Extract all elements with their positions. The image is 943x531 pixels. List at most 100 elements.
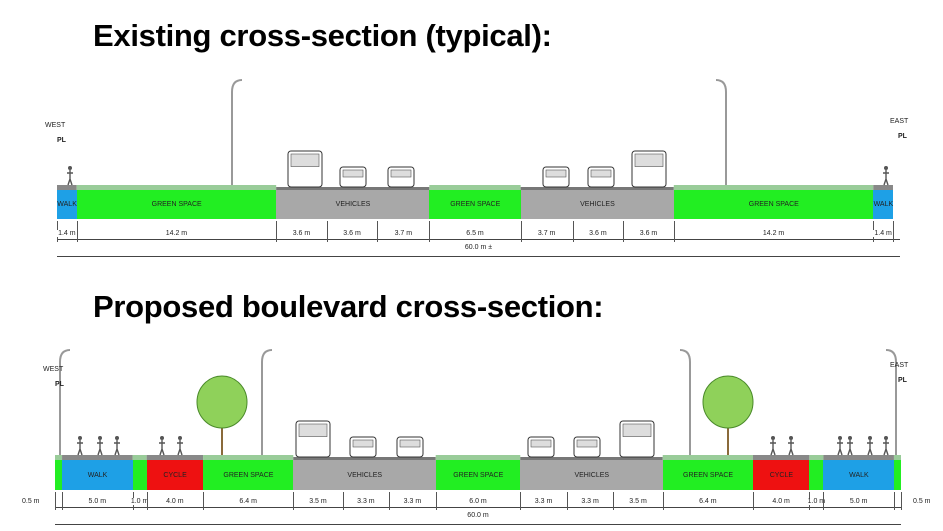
dimension-label: 6.4 m [237,498,259,505]
ground-surface [57,185,77,190]
band-green-strip [893,460,902,490]
pedestrian-icon [847,440,853,456]
dimension-tick [752,492,754,510]
street-lamp-icon [231,79,243,185]
dimension-label: 4.0 m [164,498,186,505]
vehicle-window-icon [590,169,612,178]
vehicle-window-icon [545,169,567,178]
dimension-label: 1.4 m [56,230,78,237]
property-line-marker-west: PL [57,137,66,144]
ground-surface [276,187,430,190]
pedestrian-icon [771,436,775,440]
vehicle-window-icon [352,439,374,448]
ground-surface [520,187,674,190]
vehicle-window-icon [530,439,552,448]
pedestrian-icon [867,440,873,456]
band-cycle: CYCLE [752,460,810,490]
band-green-strip [132,460,148,490]
ground-surface [293,457,436,460]
dimension-label: 6.4 m [697,498,719,505]
dimension-tick [429,221,431,242]
dimension-label: 3.7 m [392,230,415,237]
east-label: EAST [890,118,909,125]
vehicle-window-icon [634,153,664,167]
dimension-label: 14.2 m [760,230,787,237]
dimension-label: 5.0 m [847,498,870,505]
dimension-tick [572,221,574,242]
dimension-label: 5.0 m [86,498,109,505]
band-vehicles: VEHICLES [276,190,430,219]
pedestrian-icon [868,436,872,440]
pedestrian-icon [837,440,843,456]
dimension-tick [293,492,295,510]
dimension-label: 1.0 m [805,498,828,505]
dimension-tick [892,221,894,242]
dimension-label: 4.0 m [770,498,792,505]
dimension-label: 3.6 m [637,230,660,237]
dimension-label: 3.5 m [307,498,329,505]
dimension-tick [62,492,64,510]
street-lamp-icon [885,349,897,455]
pedestrian-icon [68,166,72,170]
vehicle-window-icon [399,439,421,448]
total-dimension-line [57,256,900,257]
dimension-label: 1.4 m [872,230,894,237]
ground-surface [823,455,894,460]
pedestrian-icon [97,440,103,456]
dimension-tick [146,492,148,510]
dimension-line [57,239,900,240]
dimension-label: 14.2 m [163,230,190,237]
vehicle-window-icon [342,169,364,178]
pedestrian-icon [883,170,889,186]
dimension-tick [276,221,278,242]
west-label: WEST [45,122,66,129]
dimension-tick [377,221,379,242]
band-green-space: GREEN SPACE [429,190,522,219]
vehicle-window-icon [622,423,652,437]
band-green-space: GREEN SPACE [435,460,521,490]
property-line-marker-east: PL [898,133,907,140]
band-green-space: GREEN SPACE [203,460,294,490]
dimension-label: 3.5 m [627,498,649,505]
dimension-label: 3.6 m [290,230,313,237]
pedestrian-icon [838,436,842,440]
band-green-space: GREEN SPACE [673,190,874,219]
street-lamp-icon [261,349,273,455]
ground-surface [76,185,277,190]
band-vehicles: VEHICLES [520,190,675,219]
dimension-label: 3.7 m [535,230,558,237]
band-walk: WALK [62,460,134,490]
dimension-label: 1.0 m [128,498,151,505]
band-green-strip [809,460,824,490]
dimension-tick [76,221,78,242]
vehicle-window-icon [298,423,328,437]
dimension-tick [893,492,895,510]
pedestrian-icon [884,166,888,170]
band-vehicles: VEHICLES [520,460,664,490]
dimension-tick [520,492,522,510]
pedestrian-icon [114,440,120,456]
pedestrian-icon [67,170,73,186]
ground-surface [435,455,521,460]
pedestrian-icon [178,436,182,440]
band-green-space: GREEN SPACE [76,190,277,219]
dimension-tick [623,221,625,242]
pedestrian-icon [159,440,165,456]
ground-surface [203,455,294,460]
pedestrian-icon [160,436,164,440]
dimension-tick [389,492,391,510]
dimension-tick [673,221,675,242]
tree-icon [196,375,248,429]
ground-surface [429,185,521,190]
dimension-tick [613,492,615,510]
pedestrian-icon [788,440,794,456]
total-width-label: 60.0 m ± [464,244,493,251]
total-width-label: 60.0 m [467,512,489,519]
ground-surface [673,185,874,190]
pedestrian-icon [115,436,119,440]
vehicle-window-icon [576,439,598,448]
existing-title: Existing cross-section (typical): [93,18,552,53]
dimension-label: 3.3 m [355,498,377,505]
